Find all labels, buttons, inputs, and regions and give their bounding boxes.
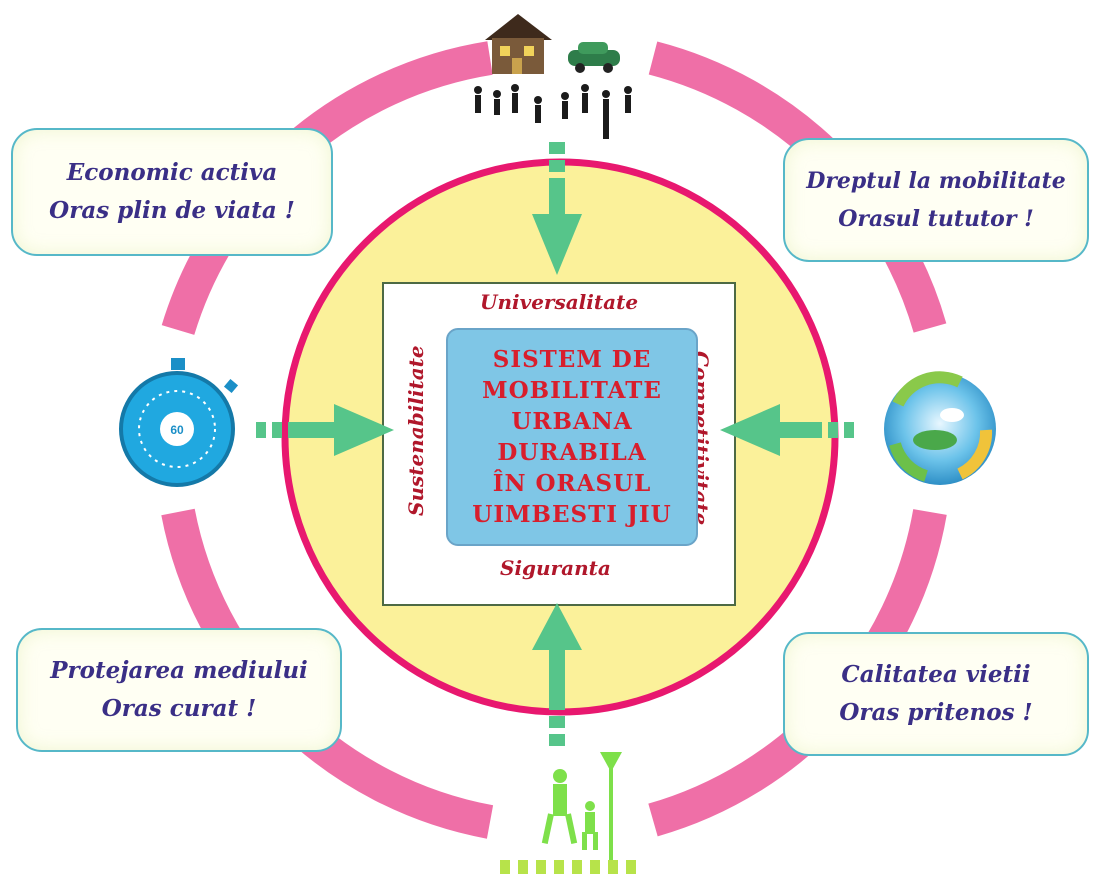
pedestrian-crossing-icon (500, 752, 636, 874)
callout-top-right-line2: Orasul tututor ! (838, 206, 1034, 232)
center-title-line: SISTEM DE (492, 346, 652, 373)
stopwatch-icon: 60 (119, 358, 239, 487)
center-title-line: ÎN ORASUL (492, 470, 652, 497)
label-siguranta: Siguranta (500, 556, 611, 580)
callout-bottom-right-line2: Oras pritenos ! (839, 699, 1033, 726)
arrow-left (256, 404, 394, 456)
arrow-right (720, 404, 854, 456)
arrow-bottom (532, 603, 582, 746)
arrow-top (532, 142, 582, 275)
callout-top-right: Dreptul la mobilitate Orasul tututor ! (783, 138, 1089, 262)
callout-top-left: Economic activa Oras plin de viata ! (11, 128, 333, 256)
center-title-line: MOBILITATE (482, 377, 662, 404)
callout-bottom-right-line1: Calitatea vietii (841, 661, 1031, 688)
callout-bottom-left: Protejarea mediului Oras curat ! (16, 628, 342, 752)
callout-top-left-line2: Oras plin de viata ! (49, 197, 295, 224)
callout-bottom-left-line2: Oras curat ! (101, 695, 257, 722)
center-title-line: DURABILA (497, 439, 647, 466)
center-title-box: SISTEM DE MOBILITATE URBANA DURABILA ÎN … (446, 328, 698, 546)
callout-bottom-right: Calitatea vietii Oras pritenos ! (783, 632, 1089, 756)
recycle-earth-icon (884, 371, 996, 485)
center-title-line: URBANA (511, 408, 633, 435)
label-sustenabilitate: Sustenabilitate (404, 345, 428, 516)
callout-top-right-line1: Dreptul la mobilitate (806, 168, 1066, 194)
label-universalitate: Universalitate (480, 290, 639, 314)
callout-bottom-left-line1: Protejarea mediului (50, 657, 308, 684)
center-title-line: UIMBESTI JIU (472, 501, 672, 528)
callout-top-left-line1: Economic activa (66, 159, 278, 186)
house-car-people-icon (474, 14, 632, 139)
stopwatch-label: 60 (170, 423, 184, 437)
